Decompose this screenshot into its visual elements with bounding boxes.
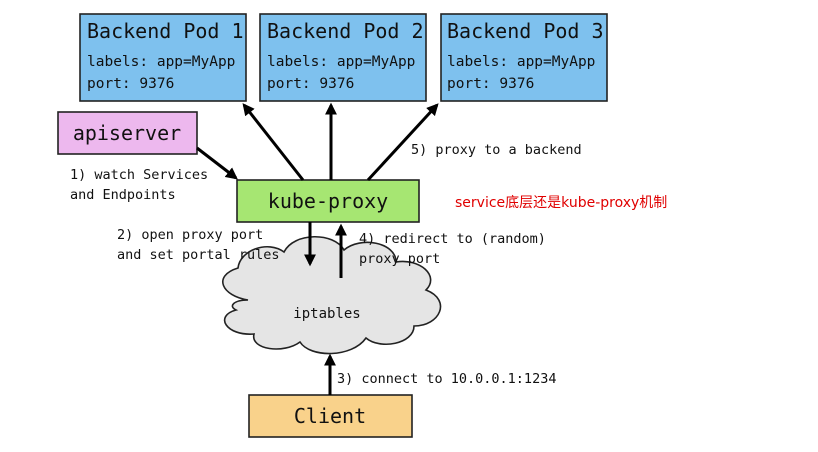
- pod-title: Backend Pod 1: [87, 19, 244, 43]
- step-4-line-1: 4) redirect to (random): [359, 231, 546, 247]
- step-4-line-2: proxy port: [359, 251, 440, 267]
- step-5-label: 5) proxy to a backend: [411, 142, 582, 158]
- client-box: Client: [248, 394, 413, 438]
- kube-proxy-label: kube-proxy: [268, 189, 388, 213]
- kube-proxy-box: kube-proxy: [236, 179, 420, 223]
- backend-pod-2: Backend Pod 2 labels: app=MyApp port: 93…: [259, 13, 427, 102]
- pod-port: port: 9376: [447, 76, 534, 92]
- backend-pod-3: Backend Pod 3 labels: app=MyApp port: 93…: [440, 13, 608, 102]
- apiserver-box: apiserver: [57, 111, 198, 155]
- client-label: Client: [294, 404, 366, 428]
- iptables-cloud: iptables: [222, 235, 442, 355]
- pod-labels: labels: app=MyApp: [447, 54, 595, 70]
- arrow-to-pod-1: [242, 103, 305, 181]
- iptables-label: iptables: [293, 306, 360, 322]
- pod-labels: labels: app=MyApp: [87, 54, 235, 70]
- arrow-apiserver-to-kube-proxy: [196, 146, 238, 180]
- pod-port: port: 9376: [87, 76, 174, 92]
- pod-port: port: 9376: [267, 76, 354, 92]
- backend-pod-1: Backend Pod 1 labels: app=MyApp port: 93…: [79, 13, 247, 102]
- step-2-line-2: and set portal rules: [117, 247, 280, 263]
- step-1-line-1: 1) watch Services: [70, 167, 208, 183]
- arrow-to-pod-3: [366, 103, 439, 182]
- apiserver-label: apiserver: [73, 121, 181, 145]
- pod-title: Backend Pod 2: [267, 19, 424, 43]
- annotation-note: service底层还是kube-proxy机制: [455, 195, 667, 211]
- step-1-line-2: and Endpoints: [70, 187, 176, 203]
- pod-labels: labels: app=MyApp: [267, 54, 415, 70]
- step-3-label: 3) connect to 10.0.0.1:1234: [337, 371, 556, 387]
- step-2-line-1: 2) open proxy port: [117, 227, 263, 243]
- pod-title: Backend Pod 3: [447, 19, 604, 43]
